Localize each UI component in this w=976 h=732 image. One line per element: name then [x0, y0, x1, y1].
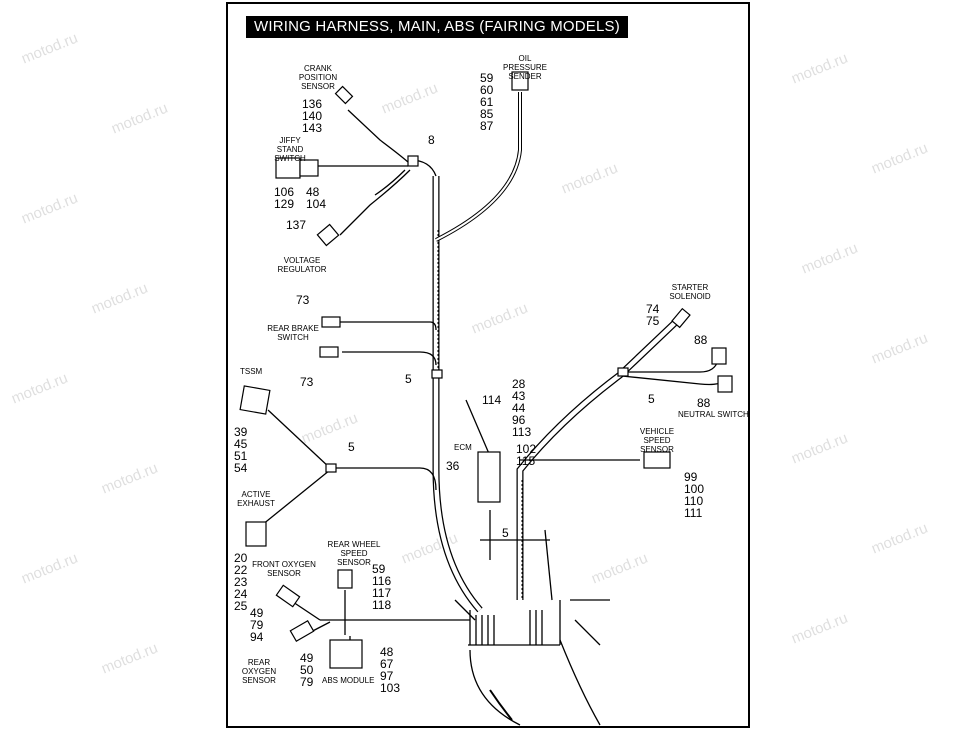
ref-number: 117 [372, 586, 392, 600]
clip-top-ref: 8 [428, 133, 435, 147]
ref-number: 23 [234, 575, 248, 589]
rear-wheel-speed-sensor-label: REAR WHEEL SPEED SENSOR [327, 540, 381, 567]
clip-left-ref: 5 [348, 440, 355, 454]
ref-number: 79 [250, 618, 264, 632]
ref-number: 104 [306, 197, 327, 211]
ref-number: 143 [302, 121, 323, 135]
ref-number: 140 [302, 109, 323, 123]
active-exhaust-refs: 20 22 23 24 25 [234, 552, 247, 612]
vehicle-speed-sensor-refs: 99 100 110 111 [684, 471, 704, 519]
rear-oxygen-sensor-label: REAR OXYGEN SENSOR [241, 658, 277, 685]
ref-number: 110 [684, 494, 704, 508]
ref-number: 54 [234, 461, 248, 475]
crank-position-sensor-refs: 136 140 143 [302, 98, 322, 134]
oil-pressure-sender-label: OIL PRESSURE SENDER [502, 54, 547, 81]
ref-number: 111 [684, 506, 703, 520]
ref-number: 60 [480, 83, 494, 97]
neutral-switch-label: NEUTRAL SWITCH [678, 410, 749, 419]
ref-number: 50 [300, 663, 314, 677]
ref-number: 79 [300, 675, 314, 689]
front-oxygen-sensor-label: FRONT OXYGEN SENSOR [252, 560, 316, 578]
jiffy-stand-switch-refs-left: 106 129 [274, 186, 294, 210]
ref-number: 106 [274, 185, 295, 199]
crank-position-sensor-label: CRANK POSITION SENSOR [298, 64, 338, 91]
ground-strap-ref: 114 [482, 393, 502, 407]
jiffy-stand-switch-refs-right: 48 104 [306, 186, 326, 210]
ref-number: 61 [480, 95, 494, 109]
ref-number: 113 [512, 425, 532, 439]
rear-brake-switch-label: REAR BRAKE SWITCH [267, 324, 319, 342]
ref-number: 96 [512, 413, 526, 427]
ref-number: 48 [306, 185, 320, 199]
voltage-regulator-label: VOLTAGE REGULATOR [277, 256, 327, 274]
clip-right-ref: 5 [648, 392, 655, 406]
vehicle-speed-sensor-label: VEHICLE SPEED SENSOR [639, 427, 675, 454]
ref-number: 100 [684, 482, 705, 496]
ref-number: 85 [480, 107, 494, 121]
starter-solenoid-refs: 74 75 [646, 303, 659, 327]
ref-number: 59 [480, 71, 494, 85]
abs-module-label: ABS MODULE [322, 676, 375, 685]
jiffy-stand-switch-label: JIFFY STAND SWITCH [274, 136, 306, 163]
ecm-refs-right: 102 115 [516, 443, 536, 467]
ref-number: 75 [646, 314, 660, 328]
rear-brake-switch-ref-bottom: 73 [300, 375, 314, 389]
ref-number: 28 [512, 377, 526, 391]
ref-number: 87 [480, 119, 494, 133]
tssm-refs: 39 45 51 54 [234, 426, 247, 474]
ref-number: 103 [380, 681, 401, 695]
ref-number: 24 [234, 587, 248, 601]
ecm-label: ECM [454, 443, 472, 452]
ref-number: 67 [380, 657, 394, 671]
neutral-switch-ref-top: 88 [694, 333, 708, 347]
ref-number: 22 [234, 563, 248, 577]
oil-pressure-sender-refs: 59 60 61 85 87 [480, 72, 493, 132]
ground-strap-refs: 28 43 44 96 113 [512, 378, 531, 438]
ref-number: 43 [512, 389, 526, 403]
rear-oxygen-sensor-refs: 49 50 79 [300, 652, 313, 688]
diagram-frame [226, 2, 750, 728]
ref-number: 51 [234, 449, 248, 463]
ref-number: 129 [274, 197, 295, 211]
ref-number: 48 [380, 645, 394, 659]
active-exhaust-label: ACTIVE EXHAUST [237, 490, 275, 508]
ref-number: 49 [250, 606, 264, 620]
ref-number: 118 [372, 598, 392, 612]
ref-number: 136 [302, 97, 323, 111]
ref-number: 49 [300, 651, 314, 665]
ref-number: 94 [250, 630, 264, 644]
ref-number: 25 [234, 599, 248, 613]
starter-solenoid-label: STARTER SOLENOID [669, 283, 711, 301]
tssm-label: TSSM [240, 367, 263, 376]
diagram-title: WIRING HARNESS, MAIN, ABS (FAIRING MODEL… [246, 16, 628, 38]
ref-number: 20 [234, 551, 248, 565]
rear-brake-switch-ref-top: 73 [296, 293, 310, 307]
ecm-clip-ref: 5 [502, 526, 509, 540]
abs-module-refs: 48 67 97 103 [380, 646, 400, 694]
ref-number: 99 [684, 470, 698, 484]
ref-number: 45 [234, 437, 248, 451]
clip-mid-ref: 5 [405, 372, 412, 386]
ref-number: 102 [516, 442, 537, 456]
ref-number: 44 [512, 401, 526, 415]
ref-number: 115 [516, 454, 536, 468]
front-oxygen-sensor-refs: 49 79 94 [250, 607, 263, 643]
ref-number: 59 [372, 562, 386, 576]
ecm-ref: 36 [446, 459, 460, 473]
neutral-switch-ref-bottom: 88 [697, 396, 711, 410]
ref-number: 116 [372, 574, 392, 588]
rear-wheel-speed-sensor-refs: 59 116 117 118 [372, 563, 391, 611]
ref-number: 39 [234, 425, 248, 439]
ref-number: 74 [646, 302, 660, 316]
voltage-regulator-ref: 137 [286, 218, 307, 232]
ref-number: 97 [380, 669, 394, 683]
